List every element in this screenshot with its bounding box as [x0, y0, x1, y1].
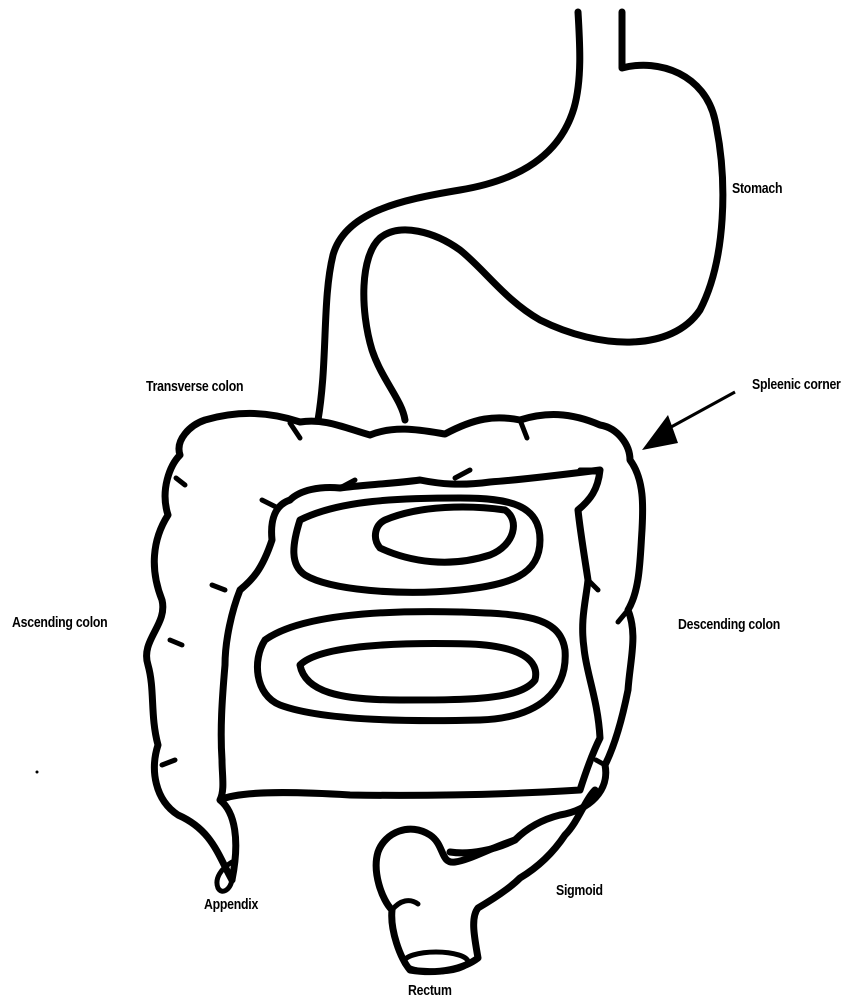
label-sigmoid: Sigmoid: [556, 882, 603, 899]
label-stomach: Stomach: [732, 180, 782, 197]
label-transverse-colon: Transverse colon: [146, 378, 243, 395]
label-appendix: Appendix: [204, 896, 258, 913]
stomach-and-esophagus: [318, 12, 723, 420]
small-intestine: [257, 498, 565, 721]
splenic-corner-arrow: [642, 392, 735, 450]
label-descending-colon: Descending colon: [678, 616, 780, 633]
label-splenic-corner: Spleenic corner: [752, 376, 841, 393]
label-rectum: Rectum: [408, 982, 452, 999]
label-ascending-colon: Ascending colon: [12, 614, 107, 631]
stray-dot: [36, 771, 39, 774]
